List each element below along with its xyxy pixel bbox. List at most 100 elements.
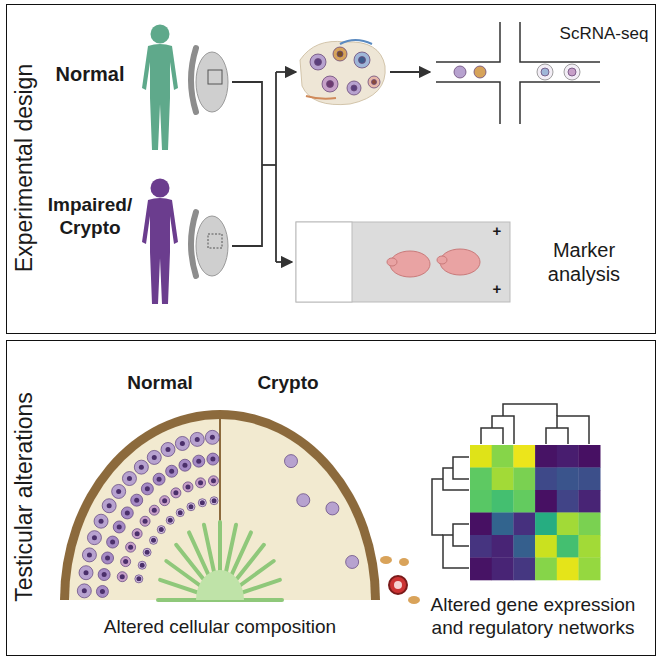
- method-label: Marker analysis: [528, 238, 640, 286]
- testis-icon: [191, 48, 228, 112]
- heatmap-cell: [492, 513, 514, 536]
- finding-caption: Altered cellular composition: [50, 616, 390, 639]
- germ-cell: [166, 516, 174, 524]
- nucleus: [211, 478, 216, 483]
- nucleus: [178, 510, 183, 515]
- germ-cell: [122, 472, 136, 486]
- germ-cell: [98, 569, 110, 581]
- nucleus: [102, 572, 107, 577]
- nucleus: [198, 480, 203, 485]
- tubule-section: [60, 410, 380, 600]
- germ-cell: [157, 526, 165, 534]
- nucleus: [180, 441, 185, 446]
- germ-cell: [131, 494, 143, 506]
- nucleus: [82, 588, 87, 593]
- germ-cell: [117, 572, 127, 582]
- germ-cell: [138, 561, 146, 569]
- nucleus: [145, 550, 150, 555]
- germ-cell: [121, 557, 131, 567]
- germ-cell: [207, 453, 219, 465]
- heatmap-cell: [492, 558, 514, 581]
- heatmap-cell: [470, 468, 492, 491]
- germ-cell: [171, 488, 181, 498]
- nucleus: [162, 498, 167, 503]
- heatmap-cell: [513, 535, 535, 558]
- nucleus: [165, 447, 170, 452]
- germ-cell: [183, 482, 193, 492]
- heatmap-cell: [579, 445, 601, 468]
- nucleus: [116, 489, 121, 494]
- nucleus: [152, 508, 157, 513]
- nucleus: [100, 589, 105, 594]
- nucleus: [99, 519, 104, 524]
- nucleus: [87, 552, 92, 557]
- heatmap-cell: [579, 468, 601, 491]
- germ-cell: [87, 531, 101, 545]
- germ-cell: [175, 436, 189, 450]
- germ-cell: [150, 536, 158, 544]
- nucleus: [92, 535, 97, 540]
- cell-cluster: [300, 40, 385, 105]
- germ-cell: [187, 503, 195, 511]
- germ-cell: [82, 548, 96, 562]
- nucleus: [159, 527, 164, 532]
- nucleus: [125, 510, 130, 515]
- germ-cell: [179, 459, 191, 471]
- nucleus: [135, 531, 140, 536]
- germ-cell: [113, 521, 125, 533]
- heatmap-cell: [579, 558, 601, 581]
- heatmap-cell: [470, 513, 492, 536]
- heatmap-cell: [579, 490, 601, 513]
- nucleus: [188, 504, 193, 509]
- heatmap-cell: [557, 535, 579, 558]
- heatmap-cell: [557, 490, 579, 513]
- heatmap-cell: [513, 490, 535, 513]
- germ-cell: [161, 443, 175, 457]
- nucleus: [136, 576, 141, 581]
- condition-label: Normal: [110, 372, 210, 395]
- heatmap-cell: [535, 513, 557, 536]
- germ-cell: [208, 476, 218, 486]
- nucleus: [127, 476, 132, 481]
- nucleus: [182, 463, 187, 468]
- nucleus: [110, 540, 115, 545]
- nucleus: [145, 486, 150, 491]
- heatmap-cell: [557, 445, 579, 468]
- nucleus: [139, 465, 144, 470]
- heatmap-cell: [557, 558, 579, 581]
- gel-sign: +: [487, 280, 507, 298]
- heatmap-cell: [492, 445, 514, 468]
- germ-cell: [94, 514, 108, 528]
- nucleus: [200, 500, 205, 505]
- germ-cell: [77, 584, 91, 598]
- nucleus: [143, 519, 148, 524]
- heatmap-cell: [492, 490, 514, 513]
- germ-cell: [297, 494, 310, 507]
- dendrogram: [432, 404, 589, 568]
- heatmap-cell: [579, 513, 601, 536]
- germ-cell: [326, 502, 339, 515]
- germ-cell: [190, 432, 204, 446]
- method-label: ScRNA-seq: [554, 24, 654, 44]
- heatmap: [470, 445, 601, 580]
- germ-cell: [147, 450, 161, 464]
- nucleus: [212, 498, 217, 503]
- nucleus: [185, 484, 190, 489]
- droplet-cells: [454, 64, 580, 80]
- panel-heading: Testicular alterations: [10, 341, 38, 653]
- germ-cell: [112, 484, 126, 498]
- germ-cell: [96, 585, 108, 597]
- heatmap-cell: [470, 490, 492, 513]
- germ-cell: [141, 483, 153, 495]
- heatmap-cell: [535, 445, 557, 468]
- germ-cell: [102, 552, 114, 564]
- nucleus: [123, 559, 128, 564]
- heatmap-cell: [535, 558, 557, 581]
- germ-cell: [143, 548, 151, 556]
- germ-cell: [134, 460, 148, 474]
- germ-cell: [102, 499, 116, 513]
- heatmap-cell: [557, 513, 579, 536]
- germ-cell: [149, 505, 159, 515]
- heatmap-cell: [492, 535, 514, 558]
